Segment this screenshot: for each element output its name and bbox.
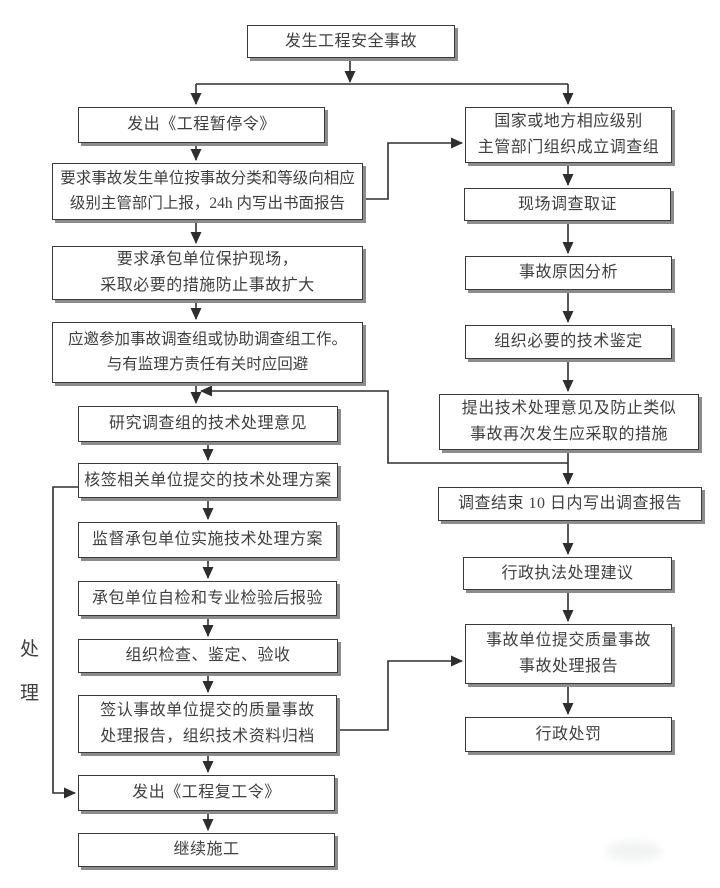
- node-label: 核签相关单位提交的技术处理方案: [84, 471, 332, 489]
- node-label: 处理报告，组织技术资料归档: [100, 728, 315, 745]
- flow-node-contractor-selfcheck: 承包单位自检和专业检验后报验: [78, 581, 337, 616]
- flow-node-study-opinion: 研究调查组的技术处理意见: [78, 406, 338, 442]
- node-label: 级别主管部门上报，24h 内写出书面报告: [69, 194, 346, 212]
- node-label: 发出《工程暂停令》: [127, 116, 276, 134]
- node-label: 承包单位自检和专业检验后报验: [91, 589, 323, 607]
- node-label: 提出技术处理意见及防止类似: [461, 400, 677, 418]
- node-label: 与有监理方责任有关时应回避: [106, 355, 309, 373]
- node-label: 行政处罚: [535, 725, 602, 743]
- flow-node-propose-measures: 提出技术处理意见及防止类似 事故再次发生应采取的措施: [439, 394, 699, 450]
- node-label: 要求承包单位保护现场，: [116, 251, 299, 269]
- flow-node-join-investigation: 应邀参加事故调查组或协助调查组工作。 与有监理方责任有关时应回避: [52, 322, 363, 383]
- flow-node-countersign-plan: 核签相关单位提交的技术处理方案: [78, 463, 338, 498]
- phase-label-handling: 处 理: [20, 634, 39, 705]
- connector-countersign-to-resume: [52, 486, 78, 799]
- flow-node-resume-order: 发出《工程复工令》: [78, 775, 335, 811]
- flow-node-submit-quality-report: 事故单位提交质量事故 事故处理报告: [465, 624, 672, 684]
- node-label: 组织必要的技术鉴定: [494, 333, 643, 351]
- node-label: 国家或地方相应级别: [494, 113, 643, 131]
- flow-node-report-24h: 要求事故发生单位按事故分类和等级向相应 级别主管部门上报，24h 内写出书面报告: [52, 163, 363, 220]
- faint-watermark: [606, 841, 662, 861]
- node-label: 要求事故发生单位按事故分类和等级向相应: [60, 169, 355, 187]
- node-label: 调查结束 10 日内写出调查报告: [457, 495, 682, 513]
- node-label: 应邀参加事故调查组或协助调查组工作。: [67, 330, 347, 348]
- node-label: 事故处理报告: [518, 658, 618, 675]
- flow-node-cause-analysis: 事故原因分析: [465, 256, 672, 290]
- flow-node-law-enforcement: 行政执法处理建议: [463, 557, 672, 590]
- flow-node-sign-report: 签认事故单位提交的质量事故 处理报告，组织技术资料归档: [78, 695, 337, 753]
- node-label: 采取必要的措施防止事故扩大: [100, 277, 315, 294]
- flow-node-protect-site: 要求承包单位保护现场， 采取必要的措施防止事故扩大: [52, 246, 363, 300]
- flow-node-investigation-report: 调查结束 10 日内写出调查报告: [438, 487, 702, 521]
- node-label: 事故再次发生应采取的措施: [469, 426, 668, 443]
- node-label: 继续施工: [173, 841, 240, 859]
- flow-node-site-evidence: 现场调查取证: [464, 188, 671, 221]
- node-label: 组织检查、鉴定、验收: [125, 647, 291, 665]
- flow-node-organize-acceptance: 组织检查、鉴定、验收: [78, 639, 338, 673]
- flow-node-admin-penalty: 行政处罚: [465, 717, 672, 752]
- connector-measures-to-study: [200, 385, 568, 464]
- flow-node-form-team: 国家或地方相应级别 主管部门组织成立调查组: [465, 107, 672, 163]
- flow-node-continue-construction: 继续施工: [78, 833, 335, 867]
- phase-label-char: 理: [20, 683, 40, 704]
- node-label: 事故原因分析: [518, 264, 618, 282]
- connector-sign-to-submit: [337, 655, 463, 731]
- flow-node-start: 发生工程安全事故: [247, 25, 455, 58]
- node-label: 研究调查组的技术处理意见: [108, 415, 307, 433]
- node-label: 现场调查取证: [517, 195, 617, 213]
- node-label: 监督承包单位实施技术处理方案: [91, 531, 323, 549]
- flow-node-suspend-order: 发出《工程暂停令》: [78, 107, 325, 143]
- connector-report-to-team: [363, 137, 463, 200]
- node-label: 事故单位提交质量事故: [485, 632, 651, 650]
- node-label: 行政执法处理建议: [501, 564, 634, 582]
- phase-label-char: 处: [20, 639, 40, 660]
- node-label: 发生工程安全事故: [284, 32, 417, 50]
- node-label: 主管部门组织成立调查组: [477, 139, 660, 156]
- node-label: 发出《工程复工令》: [132, 784, 281, 802]
- flow-node-tech-appraisal: 组织必要的技术鉴定: [465, 325, 672, 359]
- node-label: 签认事故单位提交的质量事故: [100, 702, 315, 720]
- flow-node-supervise-plan: 监督承包单位实施技术处理方案: [78, 522, 337, 558]
